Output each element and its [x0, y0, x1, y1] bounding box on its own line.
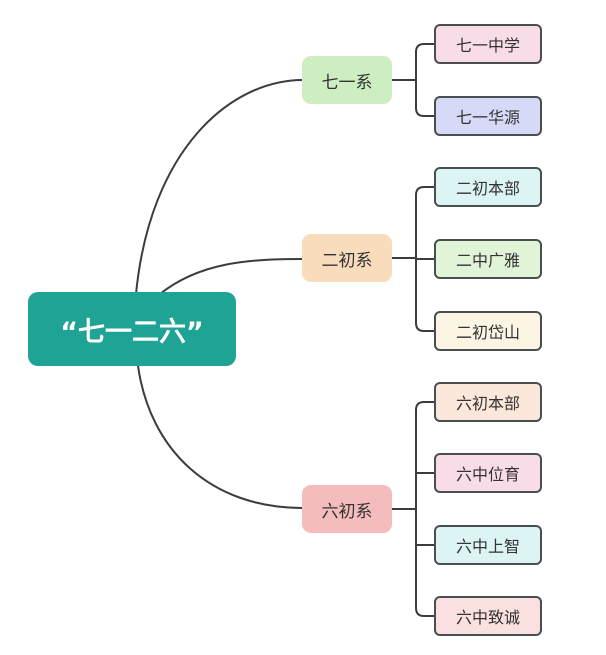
edge-to-leaf-0-0 — [415, 43, 434, 53]
root-node[interactable]: “七一二六” — [28, 292, 236, 366]
branch-node-qiyi[interactable]: 七一系 — [302, 56, 392, 104]
edge-root-to-branch-erchu — [159, 258, 304, 295]
branch-node-erchu[interactable]: 二初系 — [302, 234, 392, 282]
edge-to-leaf-2-0 — [415, 401, 434, 411]
edge-to-leaf-1-0 — [415, 186, 434, 196]
leaf-node-liuzhong-weiyu[interactable]: 六中位育 — [434, 453, 542, 493]
edge-root-to-branch-qiyi — [135, 79, 304, 295]
edge-root-to-branch-liuchu — [137, 365, 304, 509]
leaf-node-liuchu-benbu[interactable]: 六初本部 — [434, 382, 542, 422]
edge-to-leaf-0-1 — [415, 107, 434, 117]
leaf-node-qiyi-huayuan[interactable]: 七一华源 — [434, 96, 542, 136]
leaf-node-erzhong-guangya[interactable]: 二中广雅 — [434, 239, 542, 279]
branch-node-liuchu[interactable]: 六初系 — [302, 485, 392, 533]
leaf-node-erchu-benbu[interactable]: 二初本部 — [434, 167, 542, 207]
edge-to-leaf-2-3 — [415, 607, 434, 617]
leaf-node-erchu-daishan[interactable]: 二初岱山 — [434, 311, 542, 351]
leaf-node-qiyi-zhongxue[interactable]: 七一中学 — [434, 24, 542, 64]
edge-to-leaf-1-2 — [415, 322, 434, 332]
leaf-node-liuzhong-shangzhi[interactable]: 六中上智 — [434, 525, 542, 565]
leaf-node-liuzhong-zhicheng[interactable]: 六中致诚 — [434, 596, 542, 636]
